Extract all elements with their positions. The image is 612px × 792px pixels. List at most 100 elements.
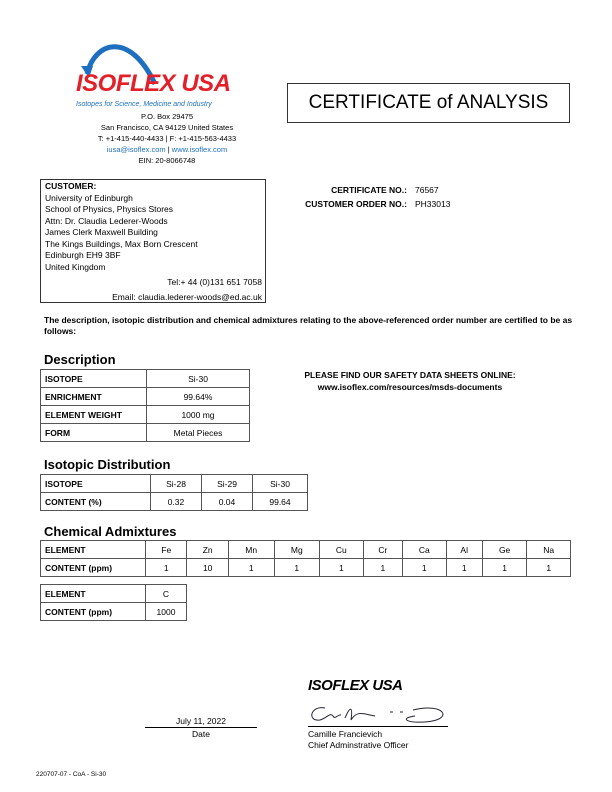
row-label: CONTENT (ppm): [40, 558, 146, 577]
customer-line: James Clerk Maxwell Building: [45, 227, 158, 237]
customer-line: United Kingdom: [45, 261, 106, 272]
customer-label: CUSTOMER:: [45, 181, 97, 191]
row-label: ENRICHMENT: [40, 387, 147, 406]
document-title: CERTIFICATE of ANALYSIS: [287, 83, 570, 123]
cell: 1: [526, 558, 571, 577]
customer-tel: Tel:+ 44 (0)131 651 7058: [167, 277, 262, 287]
cell: 0.04: [201, 492, 253, 511]
certificate-no: 76567: [415, 185, 439, 195]
cell: 99.64: [252, 492, 308, 511]
reference-values: 76567 PH33013: [415, 183, 450, 211]
row-label: ISOTOPE: [40, 474, 151, 493]
cell: Zn: [186, 540, 229, 559]
reference-labels: CERTIFICATE NO.: CUSTOMER ORDER NO.:: [260, 183, 407, 211]
company-logo: ISOFLEX USA: [76, 70, 231, 97]
cell: 1: [227, 558, 275, 577]
description-heading: Description: [44, 352, 116, 367]
row-value: 99.64%: [146, 387, 250, 406]
cell: C: [145, 584, 187, 603]
customer-line: Attn: Dr. Claudia Lederer-Woods: [45, 215, 168, 226]
row-label: ELEMENT: [40, 540, 146, 559]
cell: Al: [445, 540, 483, 559]
company-address: P.O. Box 29475 San Francisco, CA 94129 U…: [60, 111, 274, 166]
cell: Cu: [319, 540, 364, 559]
cell: Cr: [362, 540, 404, 559]
safety-link[interactable]: www.isoflex.com/resources/msds-documents: [317, 382, 503, 392]
admixtures-heading: Chemical Admixtures: [44, 524, 177, 539]
order-no: PH33013: [415, 199, 451, 209]
signature-date: July 11, 2022: [145, 716, 257, 728]
cell: Mn: [227, 540, 275, 559]
company-tagline: Isotopes for Science, Medicine and Indus…: [76, 101, 212, 108]
cell: 1000: [145, 602, 187, 621]
logo-arc-icon: [81, 44, 158, 86]
row-value: 1000 mg: [146, 405, 250, 424]
signature-line: [308, 726, 448, 727]
row-label: ELEMENT: [40, 584, 146, 603]
customer-line: University of Edinburgh: [45, 192, 133, 203]
phone-line: T: +1-415-440-4433 | F: +1-415-563-4433: [97, 134, 237, 143]
row-label: FORM: [40, 423, 147, 442]
cell: 1: [445, 558, 483, 577]
isotopic-heading: Isotopic Distribution: [44, 457, 171, 472]
customer-line: School of Physics, Physics Stores: [45, 204, 174, 214]
ein-line: EIN: 20-8066748: [138, 156, 196, 165]
signature-image: [311, 707, 444, 723]
row-label: ISOTOPE: [40, 369, 147, 388]
signature-logo: ISOFLEX USA: [308, 677, 403, 694]
cell: Si-28: [150, 474, 202, 493]
safety-line: PLEASE FIND OUR SAFETY DATA SHEETS ONLIN…: [304, 370, 516, 380]
order-no-label: CUSTOMER ORDER NO.:: [305, 199, 407, 209]
cell: 1: [273, 558, 321, 577]
cell: Mg: [273, 540, 321, 559]
row-value: Si-30: [146, 369, 250, 388]
date-label: Date: [192, 729, 210, 739]
website-link[interactable]: www.isoflex.com: [171, 145, 228, 154]
cell: 1: [144, 558, 188, 577]
row-label: CONTENT (ppm): [40, 602, 146, 621]
cell: 1: [362, 558, 404, 577]
signatory: Camille Francievich Chief Adminstrative …: [308, 729, 408, 751]
intro-text: The description, isotopic distribution a…: [44, 315, 573, 336]
cell: 0.32: [150, 492, 202, 511]
cell: 10: [186, 558, 229, 577]
customer-line: The Kings Buildings, Max Born Crescent: [45, 238, 198, 249]
customer-email: Email: claudia.lederer-woods@ed.ac.uk: [112, 291, 262, 302]
cell: 1: [319, 558, 364, 577]
row-label: CONTENT (%): [40, 492, 151, 511]
certificate-no-label: CERTIFICATE NO.:: [331, 185, 407, 195]
cell: Na: [526, 540, 571, 559]
cell: Ge: [481, 540, 528, 559]
footer-code: 220707-07 - CoA - Si-30: [36, 771, 107, 778]
cell: Fe: [144, 540, 188, 559]
cell: Ca: [402, 540, 447, 559]
signatory-title: Chief Adminstrative Officer: [308, 740, 409, 750]
cell: 1: [402, 558, 447, 577]
signatory-name: Camille Francievich: [308, 729, 383, 739]
row-label: ELEMENT WEIGHT: [40, 405, 147, 424]
safety-notice: PLEASE FIND OUR SAFETY DATA SHEETS ONLIN…: [270, 369, 550, 393]
table-row: CONTENT (ppm)1000: [40, 602, 187, 621]
customer-box: CUSTOMER: University of Edinburgh School…: [40, 179, 266, 303]
email-link[interactable]: iusa@isoflex.com: [106, 145, 166, 154]
cell: Si-30: [252, 474, 308, 493]
row-value: Metal Pieces: [146, 423, 250, 442]
cell: Si-29: [201, 474, 253, 493]
customer-line: Edinburgh EH9 3BF: [45, 250, 121, 260]
address-line: P.O. Box 29475: [141, 112, 193, 121]
cell: 1: [481, 558, 528, 577]
